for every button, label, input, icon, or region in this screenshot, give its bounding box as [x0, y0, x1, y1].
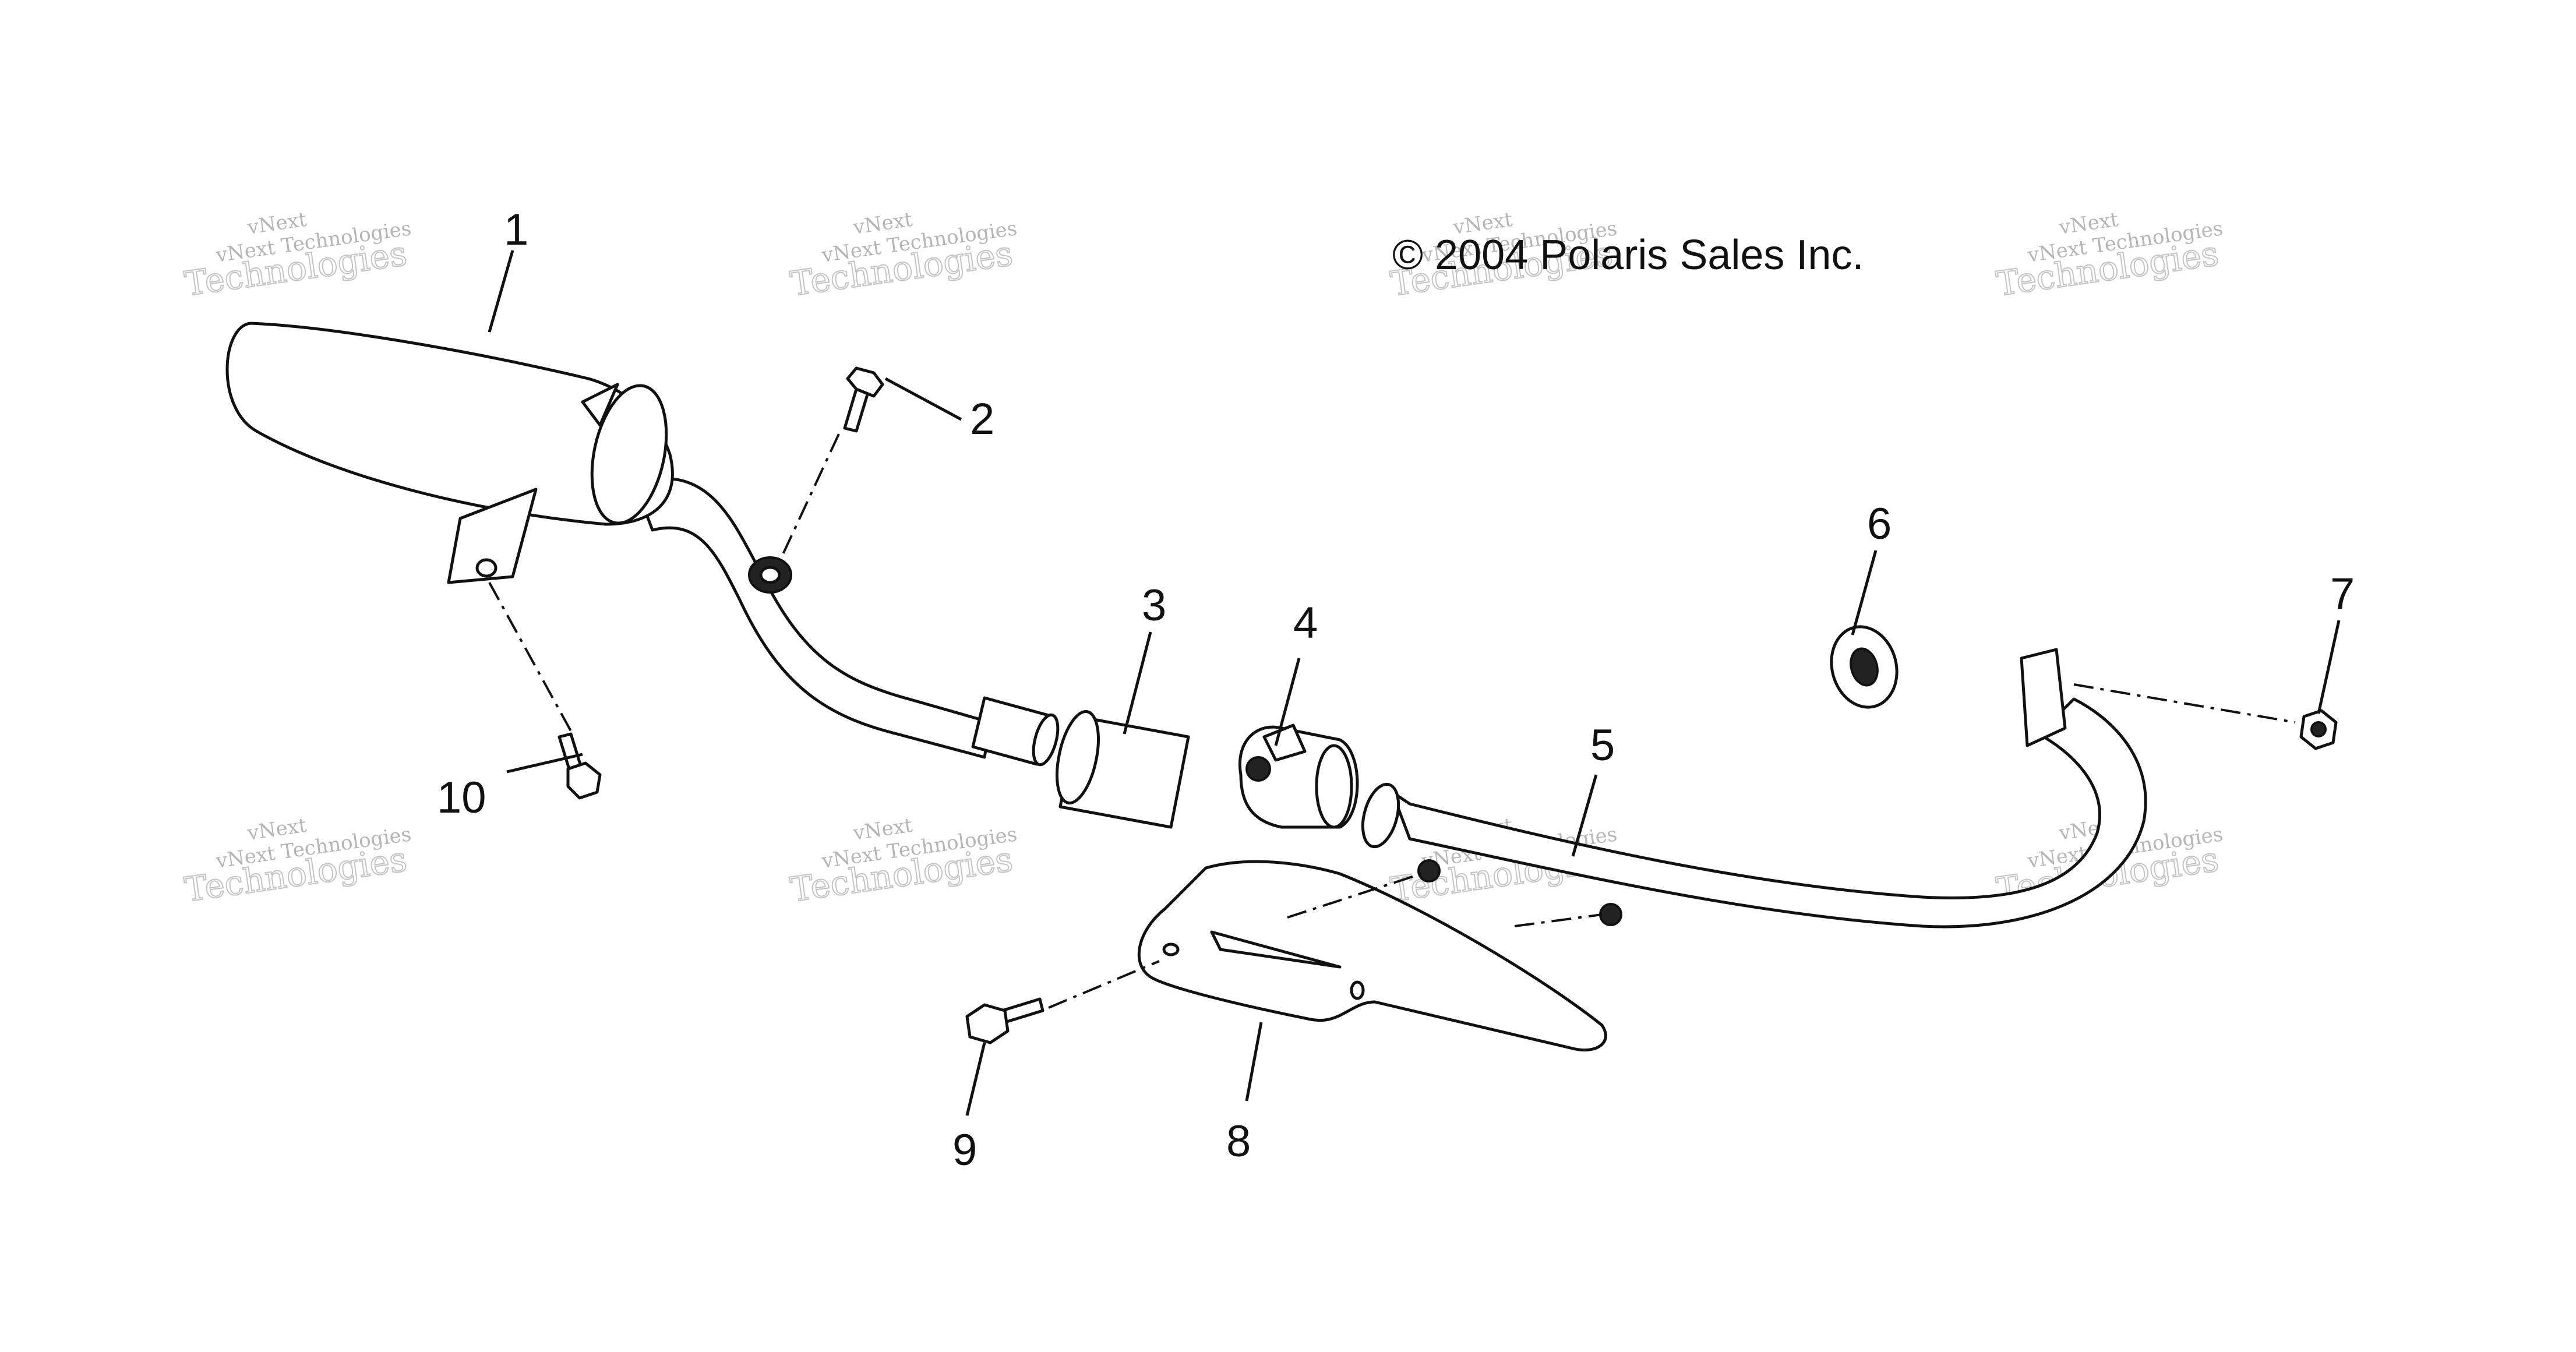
part-10-bolt [557, 732, 602, 800]
part-4-clamp [1238, 723, 1359, 829]
callout-2: 2 [970, 394, 994, 444]
watermark-3: vNext vNext Technologies Technologies [1388, 208, 1619, 305]
watermark-5: vNext vNext Technologies Technologies [182, 814, 413, 910]
watermark-1: vNext vNext Technologies Technologies [182, 208, 413, 305]
callout-10: 10 [437, 773, 486, 823]
callout-3: 3 [1142, 581, 1166, 630]
callout-8: 8 [1226, 1117, 1251, 1166]
part-2-bolt [843, 366, 884, 433]
part-6-gasket-ring [1830, 625, 1899, 709]
watermark-6: vNext vNext Technologies Technologies [788, 814, 1019, 910]
watermark-4: vNext vNext Technologies Technologies [1993, 208, 2225, 305]
copyright-text: © 2004 Polaris Sales Inc. [1392, 232, 1864, 278]
callout-7: 7 [2330, 569, 2355, 619]
callout-5: 5 [1590, 721, 1615, 770]
callout-4: 4 [1293, 598, 1318, 648]
part-7-nut [2299, 709, 2338, 750]
callout-6: 6 [1867, 499, 1892, 549]
part-1-muffler [225, 322, 1060, 767]
watermark-2: vNext vNext Technologies Technologies [788, 208, 1019, 305]
part-9-bolt [965, 997, 1044, 1044]
callout-1: 1 [504, 205, 528, 255]
callout-9: 9 [952, 1125, 977, 1175]
part-8-heat-shield [1137, 860, 1607, 1052]
part-3-gasket [1056, 709, 1190, 829]
assembly-lines [488, 433, 2296, 1009]
part-5-header-pipe [1361, 648, 2147, 929]
leader-lines [488, 250, 2341, 1116]
